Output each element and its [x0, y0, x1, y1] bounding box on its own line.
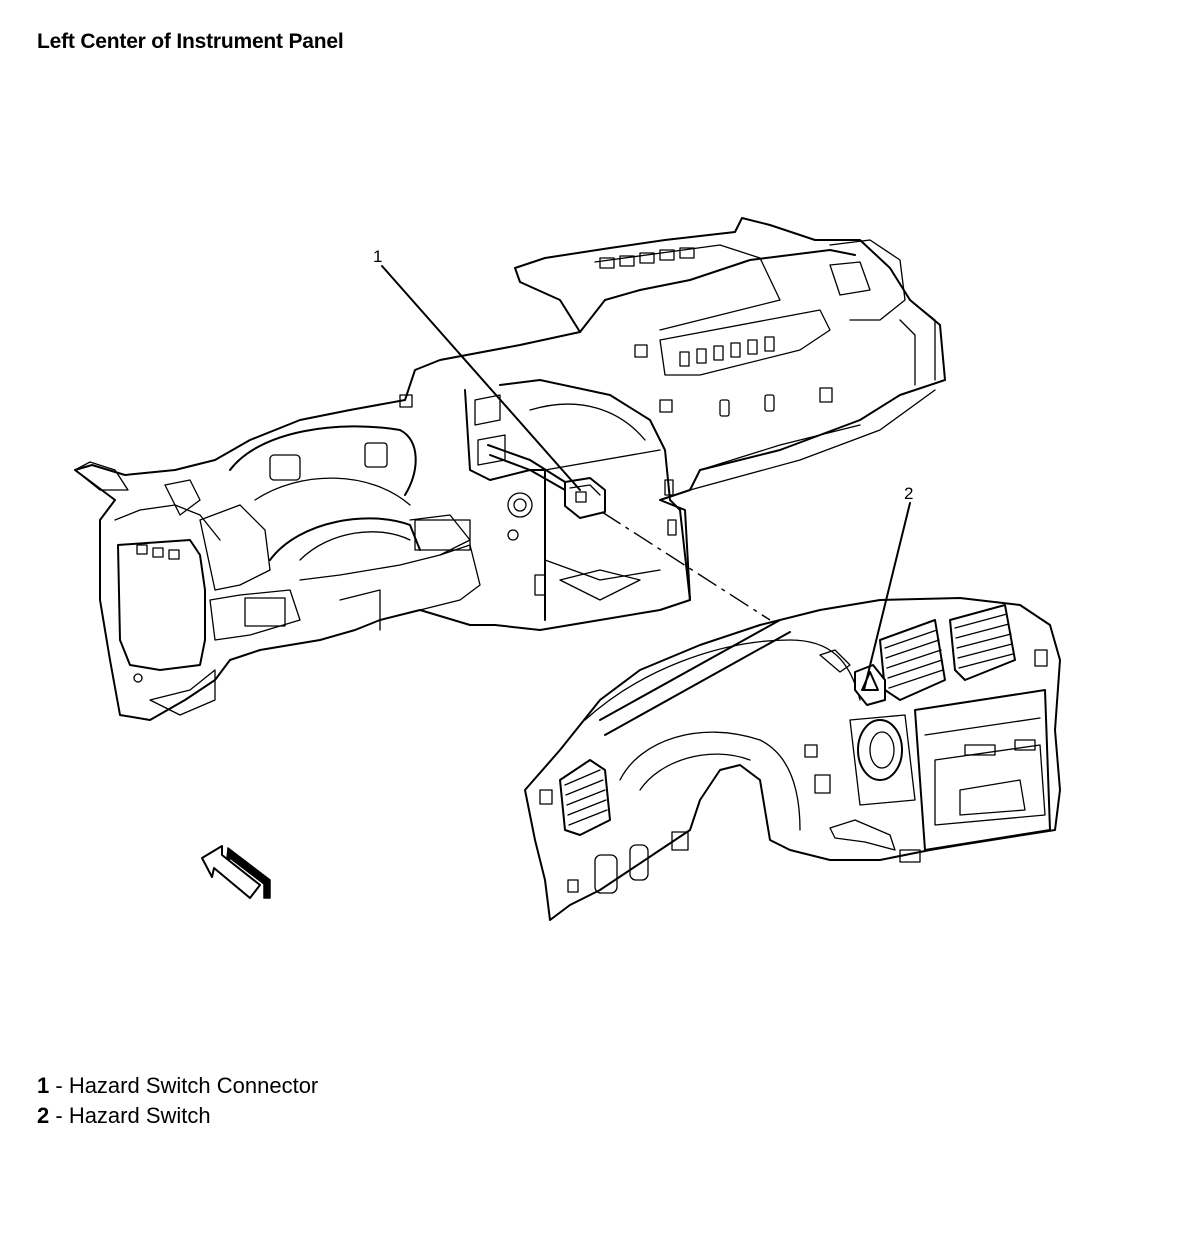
page-title: Left Center of Instrument Panel	[37, 30, 344, 53]
callout-2-leader	[863, 502, 911, 691]
legend-item: 1 - Hazard Switch Connector	[37, 1071, 318, 1101]
callout-2-number: 2	[904, 484, 913, 503]
panel-carrier-illustration	[74, 217, 946, 721]
trim-panel-illustration	[524, 597, 1061, 921]
legend-item-separator: -	[49, 1103, 69, 1128]
legend-item-separator: -	[49, 1073, 69, 1098]
legend: 1 - Hazard Switch Connector 2 - Hazard S…	[37, 1071, 318, 1131]
front-view-arrow-icon	[201, 845, 271, 899]
legend-item-label: Hazard Switch	[68, 1103, 211, 1128]
legend-item: 2 - Hazard Switch	[37, 1101, 318, 1131]
callout-1-leader	[381, 265, 581, 491]
legend-item-number: 1	[37, 1073, 50, 1098]
callout-1-number: 1	[373, 247, 382, 266]
legend-item-number: 2	[37, 1103, 50, 1128]
legend-item-label: Hazard Switch Connector	[68, 1073, 319, 1098]
alignment-line	[601, 511, 771, 621]
